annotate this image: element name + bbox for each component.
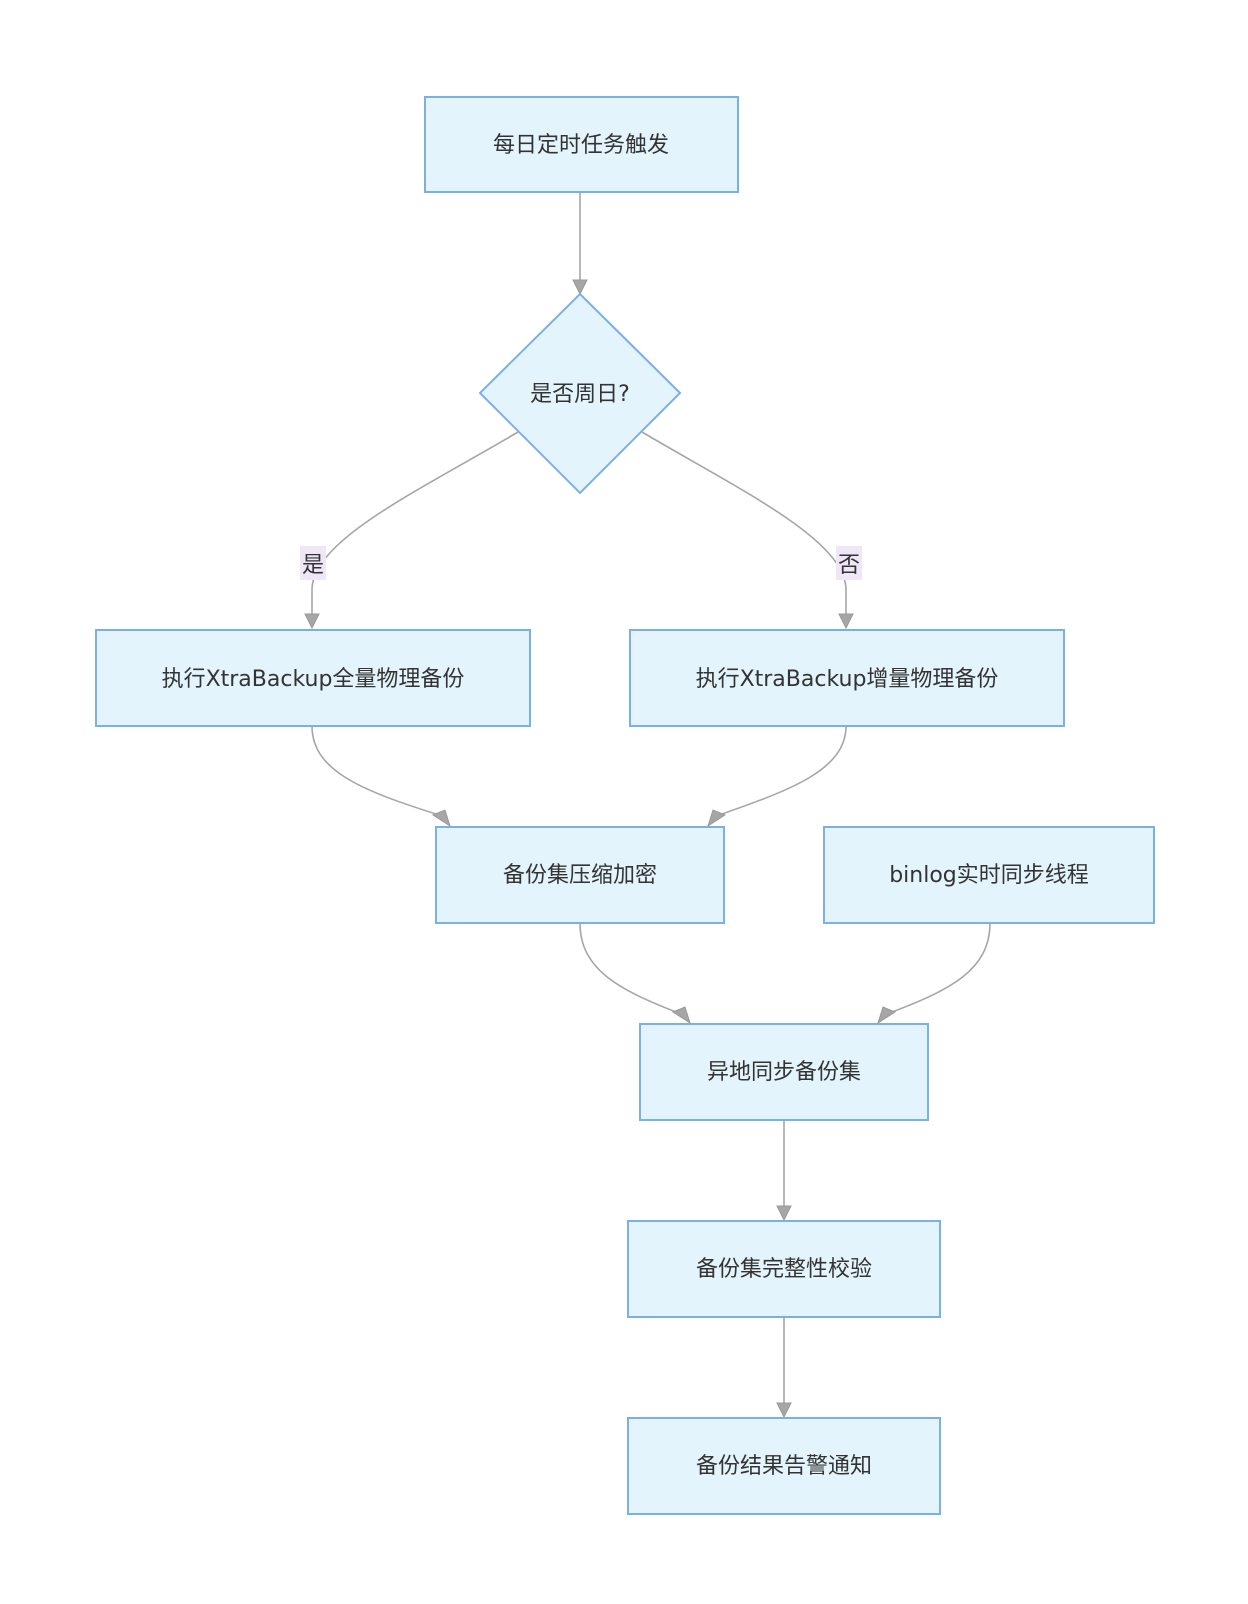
arrowhead-verify (776, 1205, 792, 1222)
node-full-backup[interactable]: 执行XtraBackup全量物理备份 (95, 629, 531, 727)
node-trigger[interactable]: 每日定时任务触发 (424, 96, 739, 193)
edge-label-no: 否 (836, 546, 862, 580)
node-incr-backup[interactable]: 执行XtraBackup增量物理备份 (629, 629, 1065, 727)
edge-binlog-to-offsite (891, 922, 991, 1013)
arrowhead-full-backup (304, 613, 320, 630)
edge-compress-to-offsite (579, 922, 677, 1013)
node-compress[interactable]: 备份集压缩加密 (435, 826, 725, 924)
edge-label-yes-text: 是 (302, 553, 324, 578)
node-verify-label: 备份集完整性校验 (696, 1257, 872, 1282)
arrowhead-decision (572, 279, 588, 296)
edge-label-yes: 是 (300, 546, 326, 580)
node-binlog[interactable]: binlog实时同步线程 (823, 826, 1155, 924)
arrowhead-compress-left (431, 809, 451, 828)
node-offsite-label: 异地同步备份集 (707, 1060, 861, 1085)
arrowhead-offsite-left (671, 1006, 691, 1025)
arrowhead-offsite-right (877, 1006, 897, 1025)
edges (304, 192, 991, 1419)
node-notify[interactable]: 备份结果告警通知 (627, 1417, 941, 1515)
node-decision[interactable]: 是否周日? (478, 292, 682, 495)
node-trigger-label: 每日定时任务触发 (493, 133, 669, 158)
edge-label-no-text: 否 (838, 553, 860, 578)
node-notify-label: 备份结果告警通知 (696, 1454, 872, 1479)
node-incr-backup-label: 执行XtraBackup增量物理备份 (696, 667, 999, 692)
node-compress-label: 备份集压缩加密 (503, 863, 657, 888)
edge-decision-to-incr-backup (641, 431, 847, 614)
node-full-backup-label: 执行XtraBackup全量物理备份 (162, 667, 465, 692)
node-binlog-label: binlog实时同步线程 (889, 863, 1089, 888)
edge-decision-to-full-backup (311, 431, 519, 614)
edge-full-backup-to-compress (311, 725, 437, 815)
arrowhead-notify (776, 1402, 792, 1419)
edge-incr-backup-to-compress (721, 725, 847, 815)
node-decision-label: 是否周日? (530, 382, 630, 407)
arrowhead-incr-backup (838, 613, 854, 630)
node-verify[interactable]: 备份集完整性校验 (627, 1220, 941, 1318)
node-offsite[interactable]: 异地同步备份集 (639, 1023, 929, 1121)
arrowhead-compress-right (707, 809, 727, 828)
